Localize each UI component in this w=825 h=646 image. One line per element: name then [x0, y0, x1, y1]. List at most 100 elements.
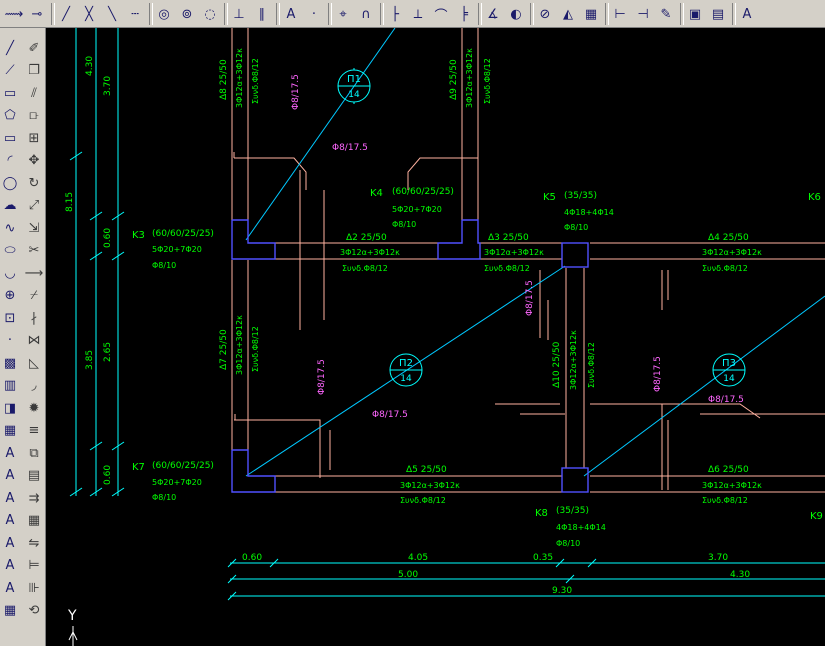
dimension-multi-icon[interactable]: ⊣ — [637, 6, 649, 22]
block-icon[interactable]: ▤ — [711, 6, 725, 22]
polyline-icon[interactable]: ⟿ — [4, 6, 24, 22]
break-icon[interactable]: ⌿ — [30, 288, 38, 303]
layer-icon[interactable]: ≡ — [28, 423, 40, 438]
trim-tool-icon[interactable]: ✂ — [28, 243, 40, 258]
xline-icon[interactable]: ╳ — [85, 6, 93, 22]
scale-icon[interactable]: ⤢ — [28, 198, 40, 213]
slab-p1: Π1 14 — [337, 68, 371, 104]
polyline-tool-icon[interactable]: ⟋ — [5, 63, 15, 78]
justify-text-icon[interactable]: A — [5, 580, 15, 596]
copy-icon[interactable]: ❐ — [28, 63, 40, 78]
ellipse-arc-icon[interactable]: ◡ — [4, 265, 16, 281]
break-at-point-icon[interactable]: ∤ — [30, 310, 38, 326]
arc-tool-icon[interactable]: ◜ — [7, 153, 13, 168]
column-labels: K3 (60/60/25/25) 5Φ20+7Φ20 Φ8/10 K4 (60/… — [132, 187, 823, 548]
text-align-icon[interactable]: A — [5, 490, 15, 506]
chamfer-icon[interactable]: ◺ — [29, 355, 39, 371]
dimension-continue-icon[interactable]: ⊢ — [614, 6, 626, 22]
table-icon[interactable]: ▦ — [3, 423, 17, 438]
text-edit-icon[interactable]: ✎ — [660, 6, 672, 22]
extend-icon[interactable]: ⟶ — [24, 265, 44, 281]
d4-name: Δ4 25/50 — [708, 233, 749, 243]
cloud-icon[interactable]: ☁ — [3, 198, 17, 213]
dimension-radius-icon[interactable]: ◐ — [510, 6, 522, 22]
dimension-linear-icon[interactable]: ├ — [391, 6, 399, 22]
dim-update-icon[interactable]: ⟲ — [28, 603, 40, 618]
construction-line-icon[interactable]: ┄ — [131, 6, 139, 22]
layer-copy-icon[interactable]: ⧉ — [29, 445, 39, 461]
perpendicular-icon[interactable]: ⊥ — [233, 6, 245, 22]
toolbar-separator — [478, 3, 482, 25]
p2-rebar-label: Φ8/17.5 — [372, 410, 408, 420]
layer-state-icon[interactable]: ▤ — [27, 468, 41, 483]
dim-v-col2-0: 3.70 — [103, 76, 113, 96]
text-icon[interactable]: A — [286, 6, 296, 22]
k4-rebar: 5Φ20+7Φ20 — [392, 205, 442, 214]
k4-name: K4 — [370, 188, 383, 199]
parallel-icon[interactable]: ∥ — [258, 6, 266, 22]
rectangle-tool-icon[interactable]: ▭ — [3, 85, 17, 101]
mirror-icon[interactable]: ⫽ — [31, 85, 37, 101]
dimension-angular-icon[interactable]: ∡ — [487, 6, 499, 22]
rectangle-icon[interactable]: ▭ — [3, 130, 17, 146]
dimension-diameter-icon[interactable]: ⊘ — [539, 6, 551, 22]
ray-icon[interactable]: ╲ — [108, 6, 116, 22]
drawing-svg[interactable]: Π1 14 Π2 14 Π3 14 Φ8/17.5 Φ8/17.5 Φ8/17.… — [46, 28, 825, 646]
ellipse-icon[interactable]: ⬭ — [4, 243, 16, 258]
dim-aligned-tool-icon[interactable]: ⊨ — [28, 558, 40, 573]
circle-tangent-icon[interactable]: ⊚ — [181, 6, 193, 22]
layer-walk-icon[interactable]: ⇉ — [28, 490, 40, 506]
d10-stirrup: Συνδ.Φ8/12 — [587, 342, 596, 388]
explode-icon[interactable]: ✹ — [28, 400, 40, 416]
toolbar-separator — [224, 3, 228, 25]
dimension-ordinate-icon[interactable]: ◭ — [563, 6, 573, 22]
mtext-icon[interactable]: A — [5, 468, 15, 483]
dim-linear-tool-icon[interactable]: ⇋ — [28, 535, 40, 551]
hatch-icon[interactable]: ▦ — [584, 6, 598, 22]
circle-tool-icon[interactable]: ◯ — [2, 175, 18, 191]
trim-icon[interactable]: ⌖ — [339, 6, 347, 22]
text-edit-tool-icon[interactable]: A — [5, 535, 15, 551]
dimension-baseline-icon[interactable]: ╞ — [460, 6, 468, 22]
drawing-canvas[interactable]: Π1 14 Π2 14 Π3 14 Φ8/17.5 Φ8/17.5 Φ8/17.… — [46, 28, 825, 646]
line-tool-icon[interactable]: ╱ — [6, 40, 14, 56]
array-icon[interactable]: ⊞ — [28, 130, 40, 146]
stretch-icon[interactable]: ⇲ — [28, 220, 40, 236]
table-tool-icon[interactable]: ▦ — [3, 603, 17, 618]
join-icon[interactable]: ⋈ — [27, 333, 41, 348]
spline-icon[interactable]: ∿ — [4, 220, 16, 236]
scale-text-icon[interactable]: A — [5, 558, 15, 573]
text-tool-icon[interactable]: A — [5, 445, 15, 461]
dim-h-row1-2: 0.35 — [533, 553, 553, 563]
columns — [231, 219, 589, 493]
fillet-icon[interactable]: ◞ — [31, 378, 37, 393]
offset-icon[interactable]: ⟥ — [29, 108, 39, 123]
properties-icon[interactable]: ▣ — [688, 6, 702, 22]
dim-style-icon[interactable]: ▦ — [27, 513, 41, 528]
d2-stirrup: Συνδ.Φ8/12 — [342, 264, 388, 273]
eraser-icon[interactable]: ✐ — [28, 40, 40, 56]
k4-dims: (60/60/25/25) — [392, 187, 454, 197]
dimension-aligned-icon[interactable]: ⟂ — [413, 6, 423, 22]
point-tool-icon[interactable]: · — [7, 333, 13, 348]
move-icon[interactable]: ✥ — [28, 153, 40, 168]
circle-icon[interactable]: ◎ — [158, 6, 170, 22]
magnet-icon[interactable]: ∩ — [361, 6, 371, 22]
dimension-arc-icon[interactable]: ⌒ — [434, 8, 448, 24]
text-find-icon[interactable]: A — [5, 513, 15, 528]
arc-icon[interactable]: ◌ — [204, 6, 216, 22]
d6-name: Δ6 25/50 — [708, 465, 749, 475]
line-icon[interactable]: ╱ — [62, 6, 70, 22]
hatch-tool-icon[interactable]: ▩ — [3, 355, 17, 371]
text-style-icon[interactable]: A — [742, 6, 752, 22]
insert-block-icon[interactable]: ⊕ — [4, 288, 16, 303]
polygon-icon[interactable]: ⬠ — [4, 108, 16, 123]
dim-ordinate-tool-icon[interactable]: ⊪ — [28, 580, 40, 596]
rotate-icon[interactable]: ↻ — [28, 175, 40, 191]
d9-stirrup: Συνδ.Φ8/12 — [483, 58, 492, 104]
gradient-icon[interactable]: ▥ — [3, 378, 17, 393]
point-icon[interactable]: ⊸ — [31, 6, 43, 22]
region-icon[interactable]: ◨ — [3, 400, 17, 416]
make-block-icon[interactable]: ⊡ — [4, 310, 16, 326]
point-small-icon[interactable]: · — [311, 6, 317, 22]
